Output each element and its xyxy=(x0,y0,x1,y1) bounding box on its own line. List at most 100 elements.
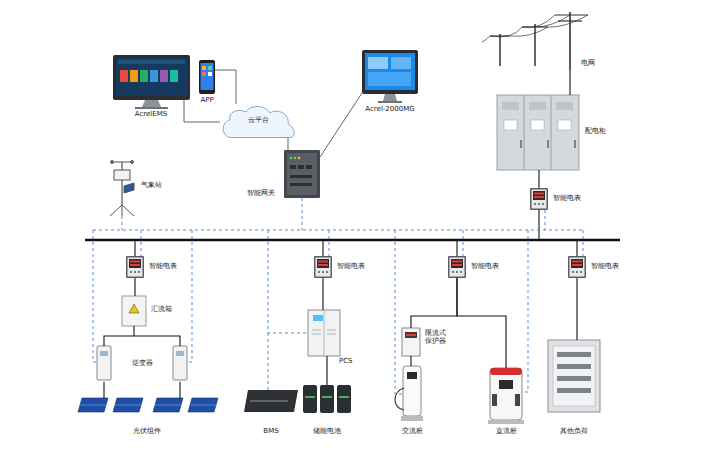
power-line-icon xyxy=(490,27,522,37)
weather-station-icon xyxy=(114,170,130,180)
pv-panel-icon xyxy=(188,398,218,412)
weather-station-icon xyxy=(122,205,134,216)
device-label: 直流桩 xyxy=(495,428,518,436)
smart-meter: 智能电表 xyxy=(530,188,548,210)
dc-charger-icon xyxy=(488,368,524,424)
monitor-icon xyxy=(118,60,185,64)
phone-icon xyxy=(208,66,212,70)
meter-icon xyxy=(530,188,548,210)
phone-icon xyxy=(201,63,214,90)
weather-station-icon xyxy=(110,161,134,217)
meter-icon xyxy=(317,259,329,268)
battery-icon xyxy=(320,385,334,413)
cabinet-icon xyxy=(556,102,573,110)
protector: 限流式保护器 xyxy=(402,328,420,356)
power-line-icon xyxy=(522,15,555,28)
cabinet-icon xyxy=(497,95,579,170)
dc-charger-icon xyxy=(488,420,524,424)
protector-icon xyxy=(406,334,416,336)
device-label: 智能电表 xyxy=(470,263,500,271)
dc-charger-icon xyxy=(492,394,497,406)
battery-icon xyxy=(322,396,332,398)
cabinet-icon xyxy=(547,140,549,148)
meter-icon xyxy=(322,271,324,273)
combiner-box-icon xyxy=(129,304,139,313)
meter-icon xyxy=(314,256,332,278)
ac-charger-icon xyxy=(395,388,404,410)
meter-icon xyxy=(318,271,320,273)
meter-icon xyxy=(128,258,143,277)
pcs-cabinet-icon xyxy=(327,330,336,331)
meter-icon xyxy=(572,264,582,266)
meter-icon xyxy=(572,261,582,263)
load-cabinet: 其他负荷 xyxy=(548,340,600,412)
monitor-icon xyxy=(391,57,411,69)
power-line-icon xyxy=(555,14,588,15)
monitor-icon xyxy=(116,58,187,96)
meter-icon xyxy=(452,271,454,273)
inverter-icon xyxy=(97,346,111,380)
meter-icon xyxy=(568,256,586,278)
protector-icon xyxy=(402,328,420,356)
ac-charger: 交流桩 xyxy=(402,366,422,422)
connector-layer xyxy=(104,70,577,398)
meter-icon xyxy=(318,264,328,266)
weather-station-icon xyxy=(111,161,114,164)
combiner-box-icon xyxy=(122,296,146,326)
comm-line xyxy=(583,230,584,256)
power-line-icon xyxy=(499,34,501,66)
meter-icon xyxy=(134,271,136,273)
gateway-icon xyxy=(290,175,312,178)
pcs: PCS xyxy=(308,310,340,356)
cabinet-icon xyxy=(497,95,579,170)
power-line-icon xyxy=(558,20,582,21)
dc-charger-icon xyxy=(490,368,522,375)
meter-icon xyxy=(448,256,466,278)
meter-icon xyxy=(126,256,144,278)
monitor: AcrelEMS xyxy=(113,55,190,100)
monitor-icon xyxy=(368,57,388,69)
weather-station-icon xyxy=(124,183,134,193)
comm-line xyxy=(188,230,192,362)
weather-station-icon xyxy=(112,162,132,163)
comm-line xyxy=(141,230,142,256)
gateway-icon xyxy=(298,165,304,169)
device-label: 气象站 xyxy=(140,182,163,190)
meter-icon xyxy=(532,190,547,209)
gateway-icon xyxy=(284,150,320,198)
smart-meter: 智能电表 xyxy=(126,256,144,278)
smart-meter: 智能电表 xyxy=(448,256,466,278)
device-label: 交流桩 xyxy=(401,428,424,436)
connector xyxy=(326,356,327,385)
meter-icon xyxy=(138,271,140,273)
device-label: 智能网关 xyxy=(246,190,276,198)
power-wire xyxy=(456,240,457,256)
pv-panel-icon xyxy=(80,405,106,406)
battery-icon xyxy=(303,385,351,413)
combiner-box: 汇流箱 xyxy=(122,296,146,326)
power-line-icon xyxy=(482,12,588,70)
ac-charger-icon xyxy=(407,372,417,379)
distribution-cabinet: 配电柜 xyxy=(497,95,579,170)
pcs-cabinet-icon xyxy=(327,334,336,335)
gateway-icon xyxy=(287,153,317,195)
device-label: APP xyxy=(199,97,214,105)
bms: BMS xyxy=(244,390,298,412)
device-label: 智能电表 xyxy=(336,263,366,271)
cabinet-icon xyxy=(520,140,522,148)
device-label: 配电柜 xyxy=(584,128,607,136)
weather-station-icon xyxy=(122,205,123,216)
meter-icon xyxy=(126,256,144,278)
dc-charger-icon xyxy=(490,368,522,420)
weather-station-icon xyxy=(121,162,122,205)
monitor-icon xyxy=(365,53,415,90)
phone-icon xyxy=(208,72,212,76)
smart-meter: 智能电表 xyxy=(314,256,332,278)
pv-panel-icon xyxy=(78,398,218,412)
pv-panel-icon xyxy=(155,405,181,406)
device-label: 电网 xyxy=(580,60,596,68)
meter-icon xyxy=(533,191,545,200)
meter-icon xyxy=(460,271,462,273)
